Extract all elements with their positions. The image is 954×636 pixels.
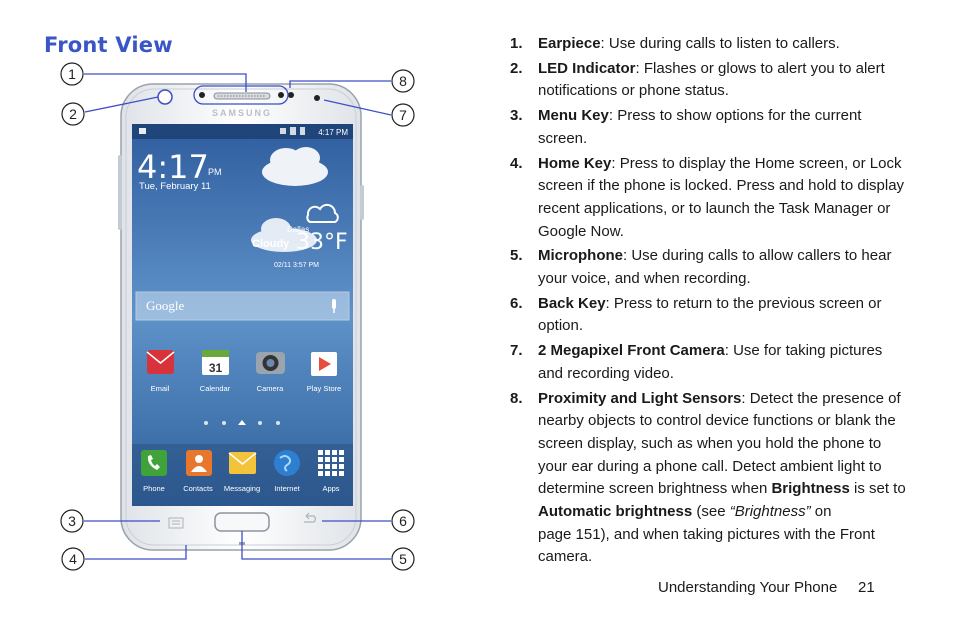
proximity-sensor-right-b [288, 92, 294, 98]
list-item: 4.Home Key: Press to display the Home sc… [510, 154, 905, 240]
svg-text:2: 2 [69, 106, 77, 122]
callout-3: 3 [60, 509, 84, 533]
messaging-icon [229, 452, 256, 474]
callout-7: 7 [391, 103, 415, 127]
front-camera [314, 95, 320, 101]
internet-icon [274, 450, 300, 476]
svg-text:Phone: Phone [143, 484, 165, 493]
clock-date: Tue, February 11 [139, 181, 211, 192]
led-indicator [157, 89, 173, 105]
page-number: 21 [858, 579, 875, 596]
callout-line-4 [85, 545, 187, 560]
google-search-bar [135, 291, 350, 321]
app-email: Email [146, 350, 175, 393]
svg-text:02/11 3:57 PM: 02/11 3:57 PM [274, 262, 319, 269]
app-play-store: Play Store [307, 352, 342, 393]
svg-text:3: 3 [68, 513, 76, 529]
proximity-sensor-right-a [278, 92, 284, 98]
svg-text:4: 4 [69, 551, 77, 567]
svg-text:Messaging: Messaging [224, 484, 260, 493]
callout-8: 8 [391, 69, 415, 93]
dock-apps: Apps [318, 450, 344, 493]
svg-text:5: 5 [399, 551, 407, 567]
footer-section-label: Understanding Your Phone [658, 579, 838, 596]
svg-text:4:17 PM: 4:17 PM [318, 128, 348, 137]
phone-front-view-figure: SAMSUNG 4:17 PM 4:17 PM Tue, February 11… [60, 62, 415, 571]
svg-text:Apps: Apps [322, 484, 339, 493]
list-item: 7.2 Megapixel Front Camera: Use for taki… [510, 342, 883, 382]
list-item: 5.Microphone: Use during calls to allow … [510, 247, 892, 288]
dock-messaging: Messaging [224, 452, 260, 493]
dock-internet: Internet [274, 450, 301, 493]
svg-text:7: 7 [399, 107, 407, 123]
callout-line-7 [323, 99, 392, 116]
apps-icon [318, 450, 344, 476]
callout-1: 1 [60, 62, 84, 86]
svg-text:Camera: Camera [257, 384, 285, 393]
callout-4: 4 [61, 547, 85, 571]
app-calendar: 31 Calendar [200, 350, 231, 393]
svg-text:Email: Email [151, 384, 170, 393]
email-icon [147, 350, 174, 374]
dock-phone: Phone [141, 450, 167, 493]
list-item: 1.Earpiece: Use during calls to listen t… [510, 35, 840, 52]
callout-6: 6 [391, 509, 415, 533]
home-page-dot-icon [238, 420, 246, 425]
list-item: 6.Back Key: Press to return to the previ… [510, 294, 882, 335]
svg-text:1: 1 [68, 66, 76, 82]
home-key [214, 512, 270, 532]
list-item: 3.Menu Key: Press to show options for th… [510, 107, 862, 147]
page-title: Front View [44, 33, 173, 57]
clock-ampm: PM [208, 167, 222, 177]
svg-text:Dallas: Dallas [287, 225, 309, 234]
dock-contacts: Contacts [183, 450, 213, 493]
brightness-link[interactable]: “Brightness” [729, 503, 811, 521]
svg-text:31: 31 [209, 361, 223, 375]
back-key [304, 512, 316, 523]
brand-logo: SAMSUNG [212, 108, 272, 118]
list-item: 8.Proximity and Light Sensors: Detect th… [510, 389, 906, 566]
app-camera: Camera [256, 352, 285, 393]
list-item: 2.LED Indicator: Flashes or glows to ale… [510, 59, 885, 100]
svg-text:Internet: Internet [274, 484, 300, 493]
callout-5: 5 [391, 547, 415, 571]
menu-key [168, 517, 184, 529]
svg-text:Cloudy: Cloudy [252, 238, 290, 250]
svg-text:8: 8 [399, 73, 407, 89]
phone-icon [141, 450, 167, 476]
svg-text:6: 6 [399, 513, 407, 529]
svg-text:33°F: 33°F [296, 230, 348, 255]
callout-line-5 [241, 531, 391, 560]
svg-text:Google: Google [146, 298, 185, 313]
callout-line-2 [84, 96, 159, 113]
cloud-graphic [262, 147, 328, 186]
svg-text:Calendar: Calendar [200, 384, 231, 393]
svg-text:Contacts: Contacts [183, 484, 213, 493]
proximity-sensor-left [199, 92, 205, 98]
feature-list: 1.Earpiece: Use during calls to listen t… [510, 33, 910, 571]
callout-2: 2 [61, 102, 85, 126]
clock-time: 4:17 [137, 148, 209, 186]
svg-text:Play Store: Play Store [307, 384, 342, 393]
weather-cloud-icon [306, 203, 339, 223]
callout-line-8 [289, 80, 391, 88]
